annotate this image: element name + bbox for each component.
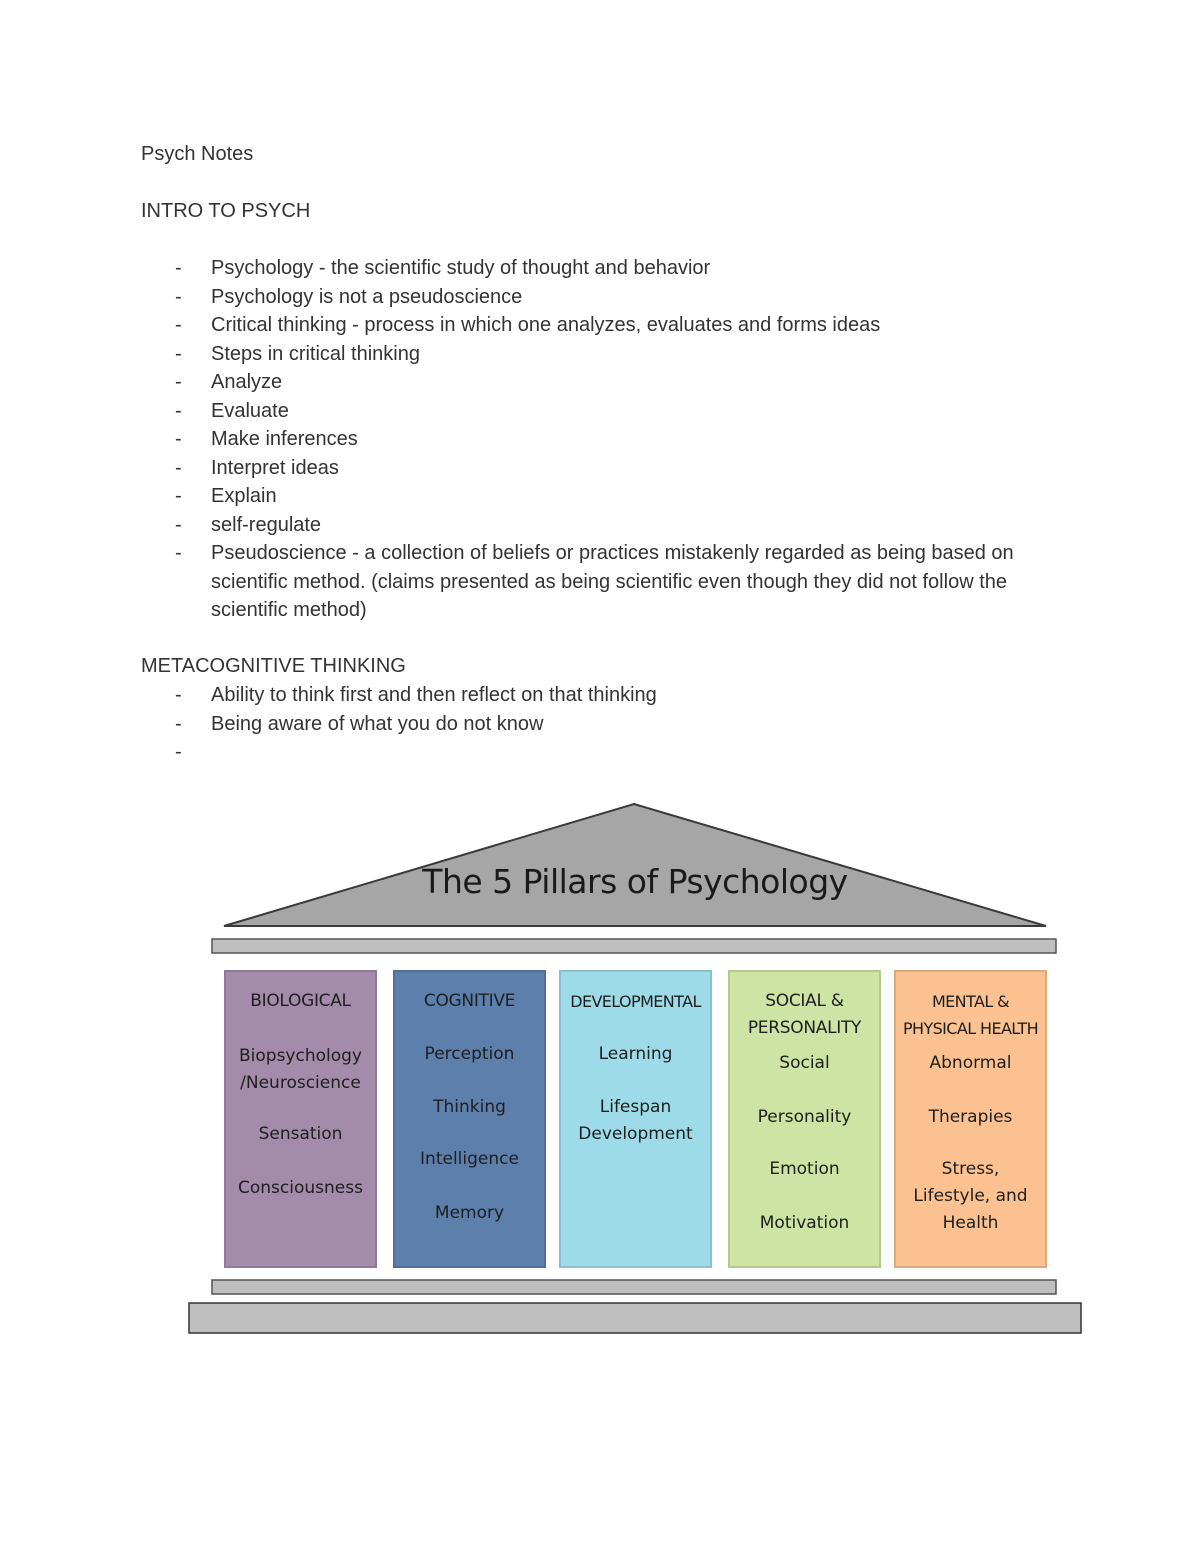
list-item: -Evaluate: [141, 397, 1101, 426]
list-item: -Pseudoscience - a collection of beliefs…: [141, 539, 1101, 625]
bullet-dash: -: [175, 542, 182, 564]
list-item: -Ability to think first and then reflect…: [141, 681, 1101, 710]
list-item: -: [141, 738, 1101, 767]
bullet-dash: -: [175, 741, 182, 763]
list-item: -Steps in critical thinking: [141, 340, 1101, 369]
pillar-heading: DEVELOPMENTAL: [570, 992, 701, 1011]
bullet-dash: -: [175, 342, 182, 365]
pillar-item: Intelligence: [420, 1149, 519, 1169]
bullet-dash: -: [175, 257, 182, 279]
bullet-dash: -: [175, 285, 182, 308]
list-item: -self-regulate: [141, 511, 1101, 540]
pillar-item: Personality: [757, 1107, 852, 1127]
pillar-biological: BIOLOGICAL Biopsychology /Neuroscience S…: [224, 970, 377, 1268]
list-item: -Being aware of what you do not know: [141, 710, 1101, 739]
bullet-dash: -: [175, 399, 182, 422]
pillar-item: Social: [779, 1053, 830, 1073]
pillar-item: Biopsychology /Neuroscience: [239, 1046, 362, 1093]
list-item: -Explain: [141, 482, 1101, 511]
pillar-social-personality: SOCIAL & PERSONALITY Social Personality …: [728, 970, 881, 1268]
bullet-dash: -: [175, 712, 182, 735]
pillar-heading: COGNITIVE: [423, 991, 516, 1011]
pillar-item: Lifespan Development: [578, 1097, 693, 1144]
list-item: -Make inferences: [141, 425, 1101, 454]
pillar-item: Perception: [424, 1044, 515, 1064]
pillar-item: Learning: [598, 1044, 673, 1064]
bullet-dash: -: [175, 456, 182, 479]
pillar-item: Motivation: [759, 1213, 850, 1233]
document-title: Psych Notes: [141, 143, 254, 165]
pillar-item: Consciousness: [238, 1178, 363, 1198]
metacognitive-bullet-list: -Ability to think first and then reflect…: [141, 681, 1101, 767]
bullet-dash: -: [175, 684, 182, 706]
list-item: -Analyze: [141, 368, 1101, 397]
pillar-item: Memory: [434, 1203, 505, 1223]
bullet-dash: -: [175, 485, 182, 507]
base-beam: [211, 1279, 1057, 1295]
section-heading-intro: INTRO TO PSYCH: [141, 200, 311, 222]
pillar-item: Sensation: [258, 1124, 343, 1144]
bullet-dash: -: [175, 513, 182, 536]
section-heading-metacognitive: METACOGNITIVE THINKING: [141, 655, 406, 677]
pillar-developmental: DEVELOPMENTAL Learning Lifespan Developm…: [559, 970, 712, 1268]
intro-bullet-list: -Psychology - the scientific study of th…: [141, 254, 1101, 625]
pillar-heading: SOCIAL & PERSONALITY: [747, 991, 862, 1038]
pillar-heading: BIOLOGICAL: [250, 991, 351, 1011]
list-item: -Interpret ideas: [141, 454, 1101, 483]
foundation: [188, 1302, 1082, 1334]
bullet-dash: -: [175, 371, 182, 393]
pillar-item: Abnormal: [929, 1053, 1012, 1073]
pillar-item: Therapies: [928, 1107, 1013, 1127]
top-beam: [211, 938, 1057, 954]
list-item: -Psychology - the scientific study of th…: [141, 254, 1101, 283]
pillar-item: Thinking: [433, 1097, 506, 1117]
bullet-dash: -: [175, 428, 182, 450]
diagram-title: The 5 Pillars of Psychology: [422, 862, 848, 901]
pillar-cognitive: COGNITIVE Perception Thinking Intelligen…: [393, 970, 546, 1268]
list-item: -Critical thinking - process in which on…: [141, 311, 1101, 340]
pillar-item: Emotion: [769, 1159, 840, 1179]
pillar-mental-physical-health: MENTAL & PHYSICAL HEALTH Abnormal Therap…: [894, 970, 1047, 1268]
pillar-item: Stress, Lifestyle, and Health: [913, 1159, 1028, 1233]
pillar-heading: MENTAL & PHYSICAL HEALTH: [902, 992, 1039, 1038]
list-item: -Psychology is not a pseudoscience: [141, 283, 1101, 312]
bullet-dash: -: [175, 314, 182, 336]
